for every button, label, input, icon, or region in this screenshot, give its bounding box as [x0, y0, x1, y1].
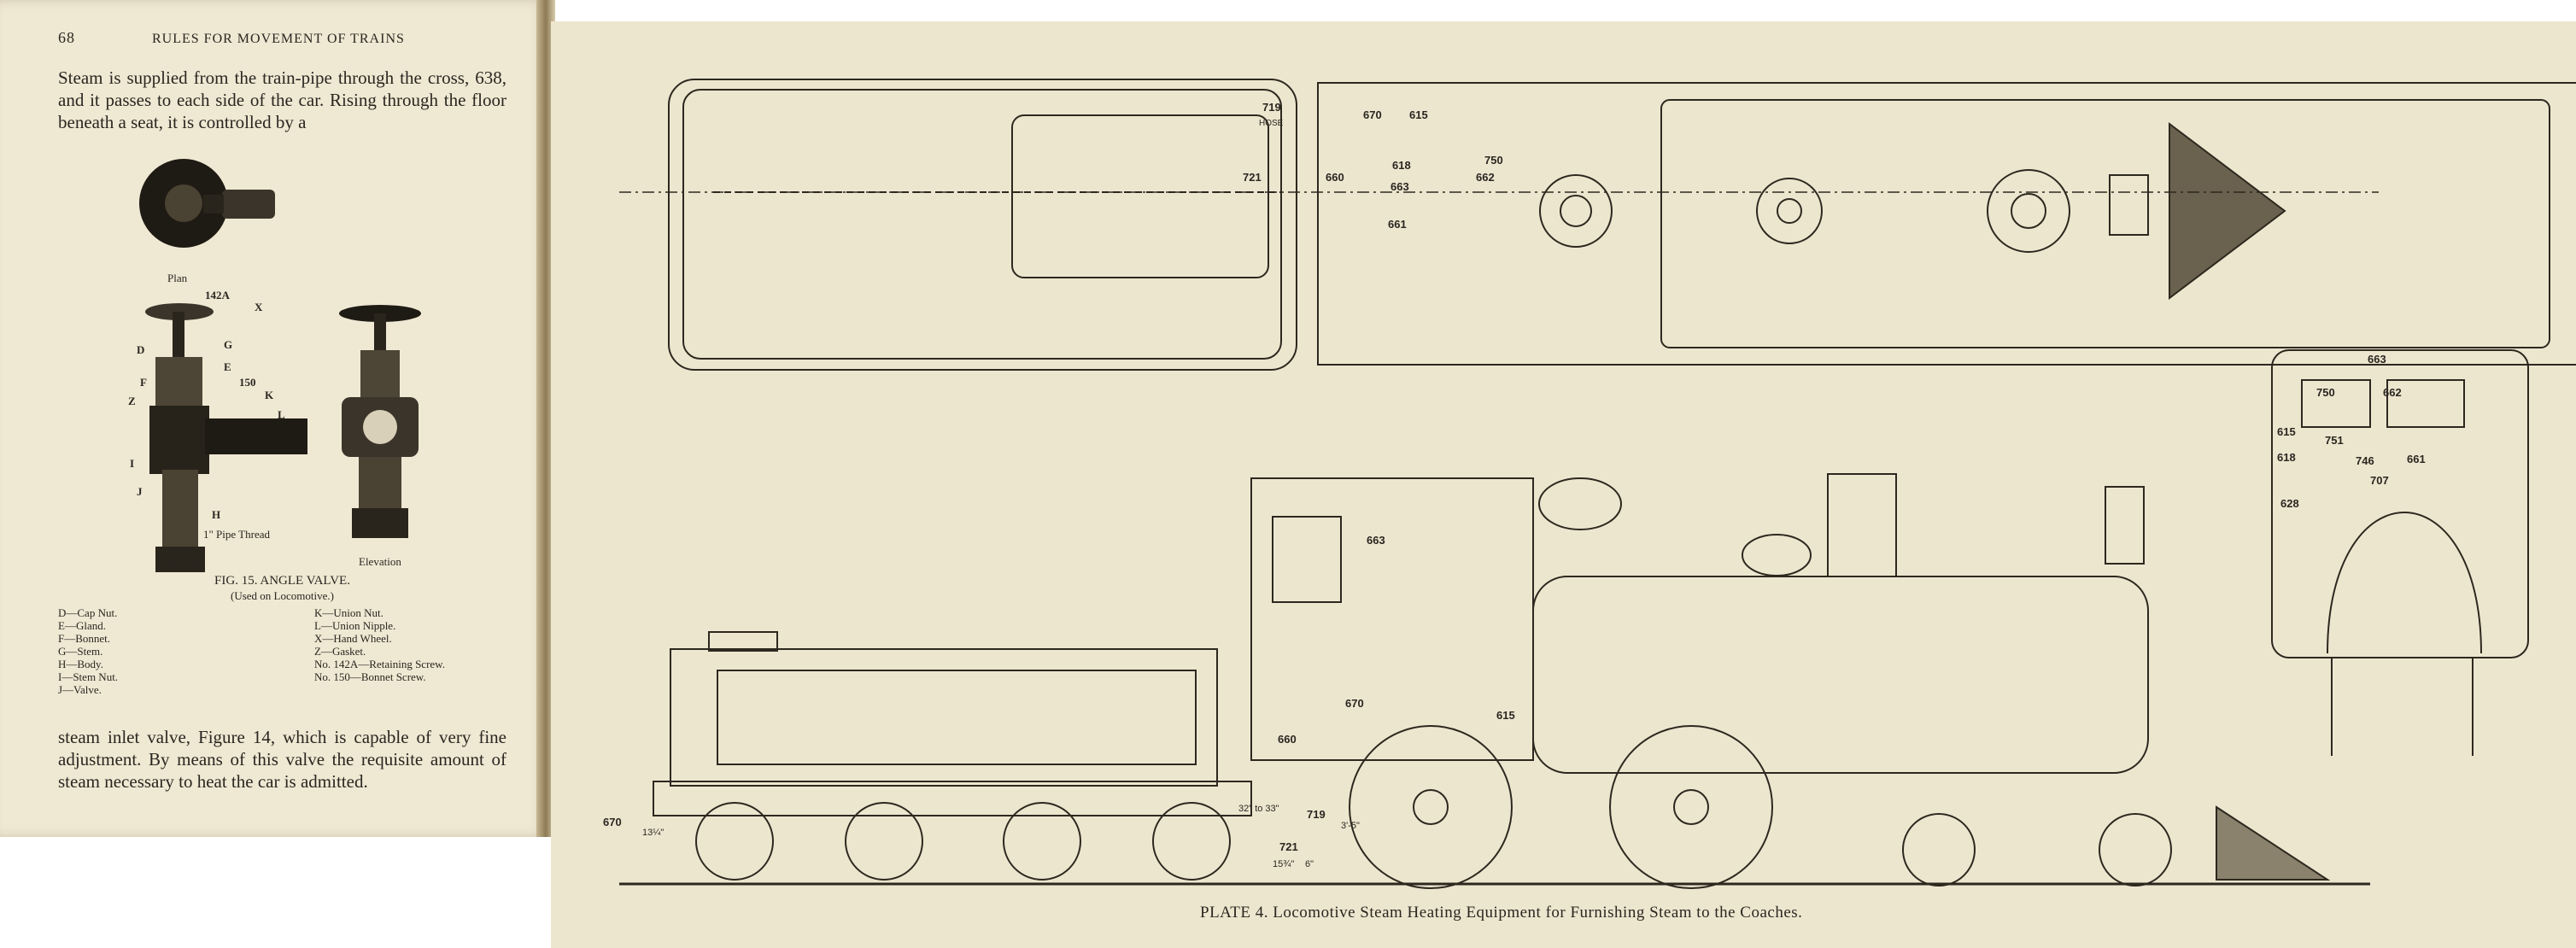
letter-142a: 142A — [205, 289, 230, 301]
legend-item: Z—Gasket. — [314, 645, 366, 658]
elev-label-663: 663 — [1367, 534, 1385, 547]
end-label-751: 751 — [2325, 434, 2344, 447]
side-elevation-drawing — [619, 473, 2370, 889]
paragraph-2: steam inlet valve, Figure 14, which is c… — [58, 727, 506, 792]
end-label-750: 750 — [2316, 386, 2335, 399]
page-number: 68 — [58, 29, 75, 46]
end-label-707: 707 — [2370, 474, 2389, 487]
plate-caption: PLATE 4. Locomotive Steam Heating Equipm… — [1200, 904, 1803, 922]
letter-g: G — [224, 338, 233, 351]
legend-item: J—Valve. — [58, 683, 102, 696]
elev-label-670: 670 — [1345, 697, 1364, 710]
section-label: Section — [166, 555, 199, 568]
letter-j: J — [137, 485, 143, 498]
plan-label-662: 662 — [1476, 171, 1495, 184]
legend-item: X—Hand Wheel. — [314, 632, 392, 645]
letter-e: E — [224, 360, 231, 373]
locomotive-drawing — [619, 79, 2576, 889]
end-label-663: 663 — [2368, 353, 2386, 366]
end-label-746: 746 — [2356, 454, 2374, 467]
legend-item: K—Union Nut. — [314, 606, 383, 619]
label-150: 150 — [239, 376, 256, 389]
plan-label-661: 661 — [1388, 218, 1407, 231]
plan-label-615: 615 — [1409, 108, 1428, 121]
elev-label-660: 660 — [1278, 733, 1297, 746]
dim-32-33: 32" to 33" — [1238, 804, 1279, 814]
elev-label-719: 719 — [1307, 808, 1326, 821]
letter-f: F — [140, 376, 147, 389]
angle-valve-elevation — [339, 305, 421, 538]
elev-label-615: 615 — [1496, 709, 1515, 722]
letter-k: K — [265, 389, 274, 401]
plan-label-719: 719 — [1262, 101, 1281, 114]
dim-6: 6" — [1305, 859, 1314, 869]
letter-h: H — [212, 508, 221, 521]
plan-label-663: 663 — [1390, 180, 1409, 193]
legend-right: K—Union Nut. L—Union Nipple. X—Hand Whee… — [314, 606, 536, 683]
end-label-662: 662 — [2383, 386, 2402, 399]
plan-view-drawing — [619, 79, 2576, 371]
legend-item: G—Stem. — [58, 645, 103, 658]
plan-label-660: 660 — [1326, 171, 1344, 184]
plan-label-hose: HOSE — [1259, 119, 1284, 128]
letter-d: D — [137, 343, 145, 356]
plan-label-670: 670 — [1363, 108, 1382, 121]
legend-item: I—Stem Nut. — [58, 670, 119, 683]
elevation-label: Elevation — [359, 555, 401, 568]
pipe-thread-label: 1" Pipe Thread — [203, 528, 270, 541]
letter-z: Z — [128, 395, 136, 407]
figure-subcaption: (Used on Locomotive.) — [231, 589, 334, 602]
plan-label-721: 721 — [1243, 171, 1262, 184]
legend-item: H—Body. — [58, 658, 103, 670]
letter-i: I — [130, 457, 135, 470]
end-label-615: 615 — [2277, 425, 2296, 438]
dim-15-three-quarter: 15¾" — [1273, 859, 1295, 869]
paragraph-1: Steam is supplied from the train-pipe th… — [58, 67, 506, 132]
legend-item: No. 150—Bonnet Screw. — [314, 670, 426, 683]
end-view-drawing — [2271, 349, 2529, 756]
plan-label: Plan — [167, 272, 188, 284]
running-head: RULES FOR MOVEMENT OF TRAINS — [152, 32, 405, 46]
section-view — [145, 303, 307, 572]
figure-caption: FIG. 15. ANGLE VALVE. — [214, 574, 350, 588]
letter-x: X — [255, 301, 263, 313]
letter-l: L — [278, 408, 285, 421]
end-label-618: 618 — [2277, 451, 2296, 464]
plan-view — [139, 159, 275, 248]
plan-label-750: 750 — [1484, 154, 1503, 167]
angle-valve-figure — [139, 159, 307, 572]
legend-item: F—Bonnet. — [58, 632, 111, 645]
legend-item: D—Cap Nut. — [58, 606, 118, 619]
book-gutter — [536, 0, 555, 837]
legend-item: E—Gland. — [58, 619, 106, 632]
elev-label-670-tender: 670 — [603, 816, 622, 828]
plan-label-618: 618 — [1392, 159, 1411, 172]
end-label-628: 628 — [2280, 497, 2299, 510]
dim-13-quarter: 13¼" — [642, 828, 664, 838]
elev-label-721: 721 — [1279, 840, 1298, 853]
legend-left: D—Cap Nut. E—Gland. F—Bonnet. G—Stem. H—… — [58, 606, 280, 696]
legend-item: No. 142A—Retaining Screw. — [314, 658, 445, 670]
end-label-661: 661 — [2407, 453, 2426, 465]
legend-item: L—Union Nipple. — [314, 619, 396, 632]
dim-3-5: 3'-5" — [1341, 821, 1360, 831]
